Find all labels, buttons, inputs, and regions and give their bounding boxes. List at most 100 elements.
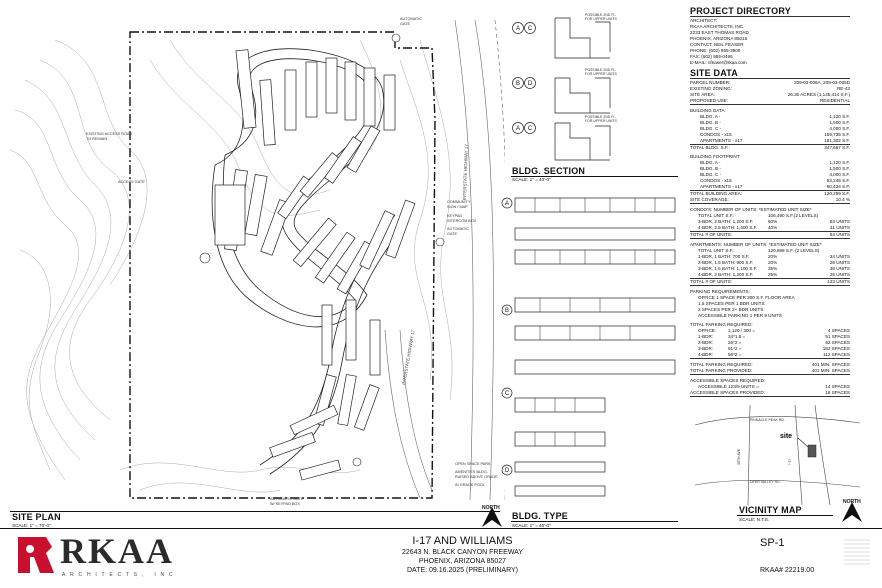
svg-text:FOR UPPER UNITS: FOR UPPER UNITS <box>585 72 618 76</box>
svg-text:AMENITIES BLDG.: AMENITIES BLDG. <box>455 470 488 474</box>
parking-row: OFFICE:1,120 / 300 =4 SPACES <box>698 328 850 333</box>
parking-row: 2-BDR:26*2 =52 SPACES <box>698 340 850 345</box>
svg-text:IN GRADE POOL: IN GRADE POOL <box>455 483 485 487</box>
parking-row: 1-BDR:34*1.5 =51 SPACES <box>698 334 850 339</box>
svg-text:C: C <box>528 26 533 32</box>
apt-row: 1-BDR, 1 BATH: 700 S.F.20%34 UNITS <box>698 254 850 259</box>
type-b: B <box>505 308 509 314</box>
parking-req-line: 2 SPACES PER 2+ BDR UNITS <box>698 307 764 312</box>
svg-text:B: B <box>516 81 520 87</box>
logo-mark-icon <box>18 537 54 573</box>
site-plan-scale: SCALE: 1" = 70'-0" <box>12 523 51 528</box>
svg-text:W/ KEYPAD BOX: W/ KEYPAD BOX <box>270 502 300 506</box>
directory-list: ARCHITECT: RKAA ARCHITECTS, INC. 2233 EA… <box>690 18 850 66</box>
project-date: DATE: 09.16.2025 (PRELIMINARY) <box>406 567 518 574</box>
road-label: DEER VALLEY RD. <box>750 480 781 484</box>
dir-line: E-MAIL: nfeaser@rkaa.com <box>690 60 747 65</box>
bldg-section-scale: SCALE: 1" = 40'-0" <box>512 177 551 182</box>
vicinity-title: VICINITY MAP <box>739 505 802 515</box>
svg-text:POSSIBLE 2ND FL.: POSSIBLE 2ND FL. <box>585 68 616 72</box>
project-address1: 22643 N. BLACK CANYON FREEWAY <box>402 549 523 556</box>
parking-total-row: TOTAL PARKING PROVIDED:401 MIN. SPACES <box>690 368 850 375</box>
callout-0: AUTOMATIC <box>400 17 422 21</box>
dir-line: 2233 EAST THOMAS ROAD <box>690 30 749 35</box>
svg-text:D: D <box>528 81 533 87</box>
svg-text:FOR UPPER UNITS: FOR UPPER UNITS <box>585 119 618 123</box>
svg-text:SIGN / MAP: SIGN / MAP <box>447 205 468 209</box>
footprint-row: BLDG. A -1,120 S.F. <box>700 160 850 165</box>
footprint-row: BLDG. B -1,500 S.F. <box>700 166 850 171</box>
bldg-row: BLDG. C -4,000 S.F. <box>700 126 850 131</box>
vicinity-map: site PINNACLE PEAK RD. DEER VALLEY RD. 3… <box>694 405 861 505</box>
svg-text:RAISED ABOVE GRADE: RAISED ABOVE GRADE <box>455 475 498 479</box>
accessible-title: ACCESSIBLE SPACES REQUIRED: <box>690 378 766 383</box>
north-arrow-icon <box>842 502 862 522</box>
svg-text:INTERSTATE HIGHWAY 17: INTERSTATE HIGHWAY 17 <box>462 144 469 200</box>
parcel-row: EXISTING ZONING:RE-43 <box>690 86 850 91</box>
apt-total-row: TOTAL UNIT S.F.:120,868 S.F. (2 LEVELS) <box>698 248 820 253</box>
project-directory-title: PROJECT DIRECTORY <box>690 6 850 17</box>
parking-req-line: OFFICE 1 SPACE PER 300 S.F. FLOOR AREA <box>698 295 795 300</box>
dir-line: RKAA ARCHITECTS, INC. <box>690 24 745 29</box>
parking-req-line: 1.5 SPACES PER 1 BDR UNITS <box>698 301 765 306</box>
coverage-row: SITE COVERAGE:10.4 % <box>690 197 850 204</box>
bldg-row: BLDG. A -1,120 S.F. <box>700 114 850 119</box>
parcel-row: SITE AREA:26.30 ACRES (1,145,414 S.F.) <box>690 92 850 97</box>
road-label: PINNACLE PEAK RD. <box>750 418 785 422</box>
total-area-row: TOTAL BUILDING AREA:120,299 S.F. <box>690 191 850 196</box>
svg-text:INTERSTATE HIGHWAY 17: INTERSTATE HIGHWAY 17 <box>401 329 416 385</box>
parcel-row: PROPOSED USE:RESIDENTIAL <box>690 98 850 105</box>
bldg-row: BLDG. B -1,500 S.F. <box>700 120 850 125</box>
type-c: C <box>505 391 510 397</box>
vicinity-scale: SCALE: N.T.S. <box>739 517 770 522</box>
accessible-row: ACCESSIBLE 123/9 UNITS =14 SPACES <box>698 384 850 389</box>
parking-req-line: ACCESSIBLE PARKING 1 PER 9 UNITS <box>698 313 782 318</box>
bldg-type-diagrams: A B C D <box>501 197 676 497</box>
project-name: I-17 AND WILLIAMS <box>412 535 513 547</box>
bldg-section-title: BLDG. SECTION <box>512 166 586 176</box>
site-plan-north: NORTH <box>482 505 500 511</box>
condo-total-row: TOTAL UNIT S.F.:106,490 S.F.(2 LEVELS) <box>698 213 819 218</box>
dir-line: CONTACT: NEIL FEASER <box>690 42 744 47</box>
svg-text:POSSIBLE 2ND FL.: POSSIBLE 2ND FL. <box>585 13 616 17</box>
logo-text: RKAA <box>60 531 174 571</box>
footprint-title: BUILDING FOOTPRINT: <box>690 154 741 159</box>
site-plan-drawing: AUTOMATIC GATE EXISTING ACCESS ROAD TO R… <box>9 17 505 506</box>
parking-row: 3-BDR:91*2 =182 SPACES <box>698 346 850 351</box>
parking-total-row: TOTAL PARKING REQUIRED:401 MIN. SPACES <box>690 362 850 367</box>
vicinity-north: NORTH <box>843 499 861 505</box>
vicinity-site-label: site <box>780 433 792 440</box>
sec-a1: A <box>516 26 520 32</box>
total-parking-title: TOTAL PARKING REQUIRED: <box>690 322 753 327</box>
svg-text:AUTOMATIC GATE: AUTOMATIC GATE <box>270 497 304 501</box>
building-footprints <box>214 49 416 481</box>
callout-2: ACCESS GATE <box>118 180 145 184</box>
condo-title: CONDO'S: NUMBER OF UNITS: *ESTIMATED UNI… <box>690 207 812 212</box>
right-column: PROJECT DIRECTORY ARCHITECT: RKAA ARCHIT… <box>690 6 850 397</box>
road-label: I-17 <box>787 458 792 465</box>
north-arrow-icon <box>482 507 502 527</box>
apt-title: APARTMENTS: NUMBER OF UNITS: *ESTIMATED … <box>690 242 822 247</box>
logo-subtitle: ARCHITECTS, INC <box>62 572 178 578</box>
site-plan-title: SITE PLAN <box>12 512 61 522</box>
apt-units-row: TOTAL # OF UNITS:123 UNITS <box>690 279 850 286</box>
footprint-row: BLDG. C -4,000 S.F. <box>700 172 850 177</box>
svg-text:A: A <box>516 126 520 132</box>
svg-text:OPEN SPACE PARK: OPEN SPACE PARK <box>455 462 491 466</box>
type-d: D <box>505 468 510 474</box>
accessible-row: ACCESSIBLE SPACES PROVIDED:16 SPACES <box>690 390 850 397</box>
dir-line: FAX: (602) 955-0496 <box>690 54 733 59</box>
bldg-type-scale: SCALE: 1" = 40'-0" <box>512 523 551 528</box>
building-data-title: BUILDING DATA: <box>690 108 726 113</box>
road-label: 35TH AVE <box>737 448 741 465</box>
svg-text:POSSIBLE 2ND FL.: POSSIBLE 2ND FL. <box>585 115 616 119</box>
job-number: RKAA# 22219.00 <box>760 567 815 574</box>
svg-text:GATE: GATE <box>447 232 458 236</box>
parking-req-title: PARKING REQUIREMENTS: <box>690 289 750 294</box>
svg-text:AUTOMATIC: AUTOMATIC <box>447 227 469 231</box>
apt-row: 3-BDR, 1.5 BATH: 1,100 S.F.35%38 UNITS <box>698 266 850 271</box>
